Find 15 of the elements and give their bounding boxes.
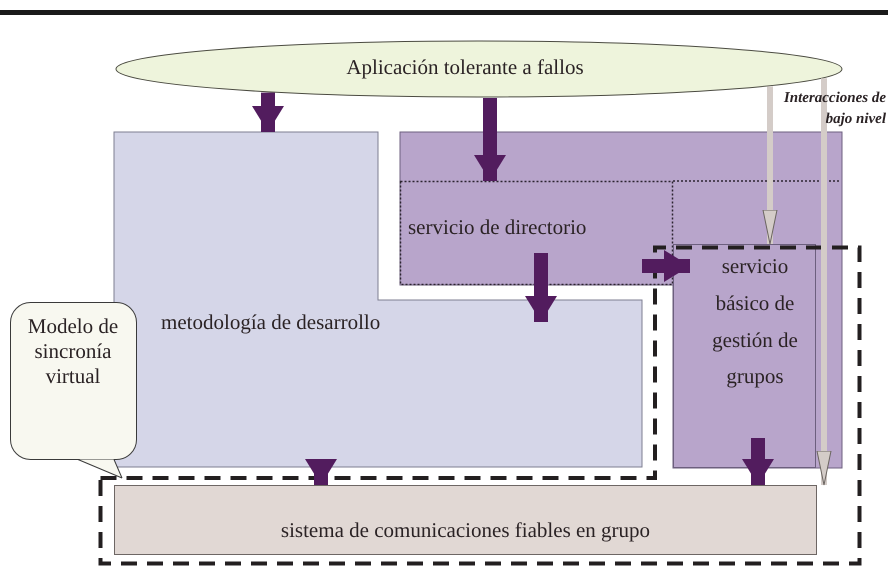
- node-text: Modelo de sincronía virtual: [26, 314, 120, 390]
- block-arrow: [474, 98, 506, 181]
- thin-arrow: [762, 86, 778, 244]
- node-text: sistema de comunicaciones fiables en grupo: [280, 517, 652, 544]
- block-arrow: [742, 438, 774, 485]
- block-arrow: [525, 253, 557, 322]
- block-arrow: [252, 92, 284, 132]
- block-arrow: [642, 250, 690, 282]
- block-arrow: [305, 459, 337, 485]
- annotation-text: Interacciones de bajo nivel: [782, 89, 886, 129]
- node-text: servicio básico de gestión de grupos: [711, 253, 799, 390]
- node-text: servicio de directorio: [408, 214, 586, 240]
- node-text: metodología de desarrollo: [161, 309, 380, 336]
- thin-arrow: [816, 78, 832, 486]
- node-text: Aplicación tolerante a fallos: [345, 54, 585, 80]
